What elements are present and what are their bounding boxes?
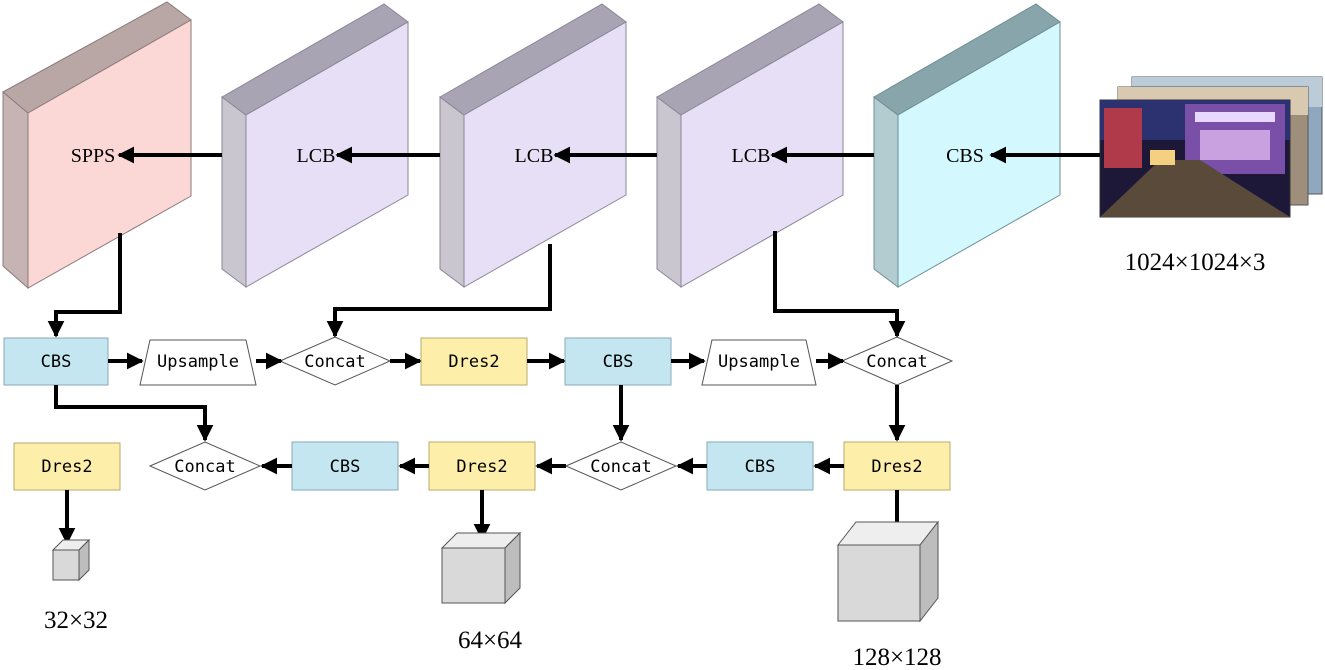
input-size-label: 1024×1024×3 bbox=[1125, 249, 1266, 276]
module-concat-c bbox=[148, 441, 262, 491]
dres2-a-label: Dres2 bbox=[448, 352, 499, 372]
module-cbs-d bbox=[706, 441, 814, 491]
module-concat-d bbox=[564, 441, 678, 491]
block-cbs-input: CBS bbox=[873, 3, 1061, 288]
concat-d-label: Concat bbox=[590, 457, 651, 477]
cbs-d-label: CBS bbox=[745, 457, 776, 477]
cbs-c-label: CBS bbox=[330, 457, 361, 477]
lcb-1-label: LCB bbox=[297, 145, 336, 167]
upsample-a-label: Upsample bbox=[157, 352, 239, 372]
sppf-label: SPPS bbox=[71, 145, 116, 167]
block-lcb-3: LCB bbox=[656, 3, 844, 288]
output-small-label: 32×32 bbox=[44, 607, 108, 634]
output-cube-large bbox=[836, 520, 940, 623]
arrow-cbsa-concatc bbox=[54, 385, 214, 442]
module-upsample-b bbox=[701, 339, 817, 386]
concat-b-label: Concat bbox=[866, 352, 927, 372]
lcb-3-label: LCB bbox=[732, 145, 771, 167]
concat-a-label: Concat bbox=[304, 352, 365, 372]
block-sppf: SPPS bbox=[2, 1, 192, 290]
arrow-lcb2-to-concata bbox=[326, 244, 552, 338]
arrow-sppf-to-cbsa bbox=[47, 233, 122, 338]
dres2-d-label: Dres2 bbox=[456, 457, 507, 477]
block-lcb-2: LCB bbox=[439, 3, 627, 288]
block-lcb-1: LCB bbox=[221, 3, 409, 288]
concat-c-label: Concat bbox=[174, 457, 235, 477]
module-dres2-d bbox=[428, 441, 536, 491]
module-concat-b bbox=[840, 336, 954, 386]
input-image-stack bbox=[1099, 76, 1323, 218]
dres2-e-label: Dres2 bbox=[871, 457, 922, 477]
cbs-a-label: CBS bbox=[41, 352, 72, 372]
module-cbs-c bbox=[291, 441, 399, 491]
cbs-b-label: CBS bbox=[603, 352, 634, 372]
module-dres2-e bbox=[843, 441, 951, 491]
cbs-input-label: CBS bbox=[946, 145, 984, 167]
output-large-label: 128×128 bbox=[852, 644, 941, 670]
lcb-2-label: LCB bbox=[515, 145, 554, 167]
arrow-lcb3-to-concatb bbox=[773, 231, 906, 338]
module-cbs-b bbox=[564, 337, 672, 386]
output-medium-label: 64×64 bbox=[458, 627, 523, 654]
module-upsample-a bbox=[139, 339, 257, 386]
upsample-b-label: Upsample bbox=[718, 352, 800, 372]
module-cbs-a bbox=[3, 337, 109, 386]
output-cube-small bbox=[51, 538, 91, 582]
dres2-c-label: Dres2 bbox=[41, 457, 92, 477]
output-cube-medium bbox=[440, 531, 522, 605]
